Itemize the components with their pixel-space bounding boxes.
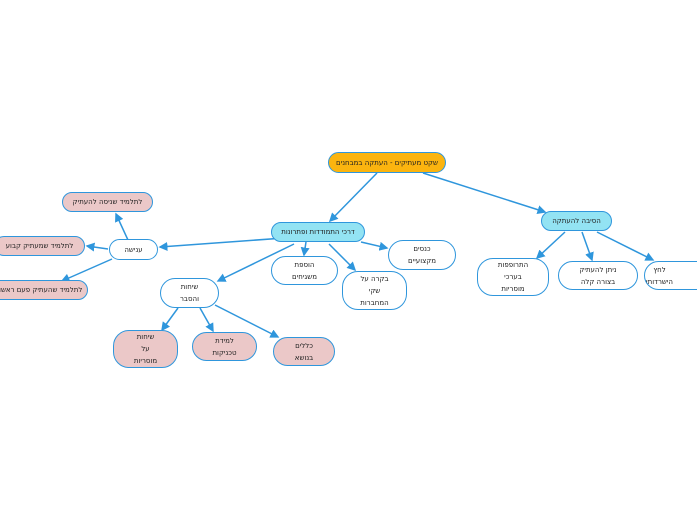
punish-repeat-node[interactable]: לתלמיד שמעתיק קבוע <box>0 236 85 256</box>
values-decline-node[interactable]: התרופפות בערכי מוסריות <box>477 258 549 296</box>
pressure-node[interactable]: לחץ הישרדותי <box>644 261 697 290</box>
punishment-node[interactable]: ענישה <box>109 239 158 260</box>
punish-attempt-node[interactable]: לתלמיד שניסה להעתיק <box>62 192 153 212</box>
conferences-node[interactable]: כנסים מקצועיים <box>388 240 456 270</box>
easy-copy-node[interactable]: ניתן להעתיק בצורה קלה <box>558 261 638 290</box>
bag-control-node[interactable]: בקרה על שקי המחברות <box>342 271 407 310</box>
talks-node[interactable]: שיחות והסבר <box>160 278 219 308</box>
root-node[interactable]: שקט מעתיקים - העתקה במבחנים <box>328 152 446 173</box>
punish-first-node[interactable]: לתלמיד שהעתיק פעם ראשונה <box>0 280 88 300</box>
morality-talks-node[interactable]: שיחות על מוסריות <box>113 330 178 368</box>
add-proctors-node[interactable]: הוספת משגיחים <box>271 256 338 285</box>
solutions-node[interactable]: דרכי התמודדות ופתרונות <box>271 222 365 242</box>
reason-node[interactable]: הסיבה להעתקה <box>541 211 612 231</box>
rules-node[interactable]: כללים בנושא <box>273 337 335 366</box>
techniques-node[interactable]: למידת טכניקות <box>192 332 257 361</box>
